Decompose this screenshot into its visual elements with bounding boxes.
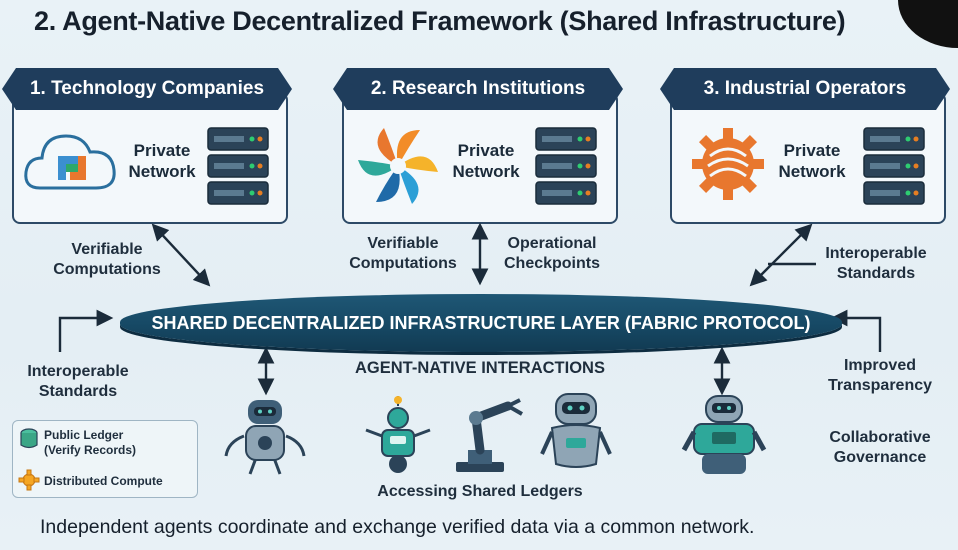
legend-compute-label: Distributed Compute: [44, 474, 163, 488]
server-rack-icon: [535, 127, 597, 205]
gear-logo-icon: [692, 128, 764, 200]
footer-caption: Independent agents coordinate and exchan…: [40, 516, 755, 538]
cloud-logo-icon: [24, 134, 116, 190]
robot-agent-icon: [365, 396, 431, 473]
robot-agent-icon: [224, 400, 306, 475]
robot-agent-icon: [540, 393, 612, 468]
node-banner-research: 2. Research Institutions: [333, 68, 623, 110]
node-banner-industrial: 3. Industrial Operators: [660, 68, 950, 110]
server-rack-icon: [863, 127, 925, 205]
page-title: 2. Agent-Native Decentralized Framework …: [34, 6, 846, 36]
infrastructure-layer: SHARED DECENTRALIZED INFRASTRUCTURE LAYE…: [120, 294, 842, 352]
robotic-arm-icon: [456, 398, 523, 472]
node-banner-technology: 1. Technology Companies: [2, 68, 292, 110]
legend-ledger-label: Public Ledger(Verify Records): [44, 428, 137, 457]
interactions-label: AGENT-NATIVE INTERACTIONS: [355, 359, 605, 377]
robot-agent-icon: [681, 395, 767, 474]
legend-box: [12, 420, 198, 498]
compute-gear-icon: [18, 469, 40, 491]
pinwheel-logo-icon: [358, 128, 438, 204]
server-rack-icon: [207, 127, 269, 205]
ledger-cylinder-icon: [20, 428, 38, 449]
ledger-label: Accessing Shared Ledgers: [377, 483, 583, 500]
